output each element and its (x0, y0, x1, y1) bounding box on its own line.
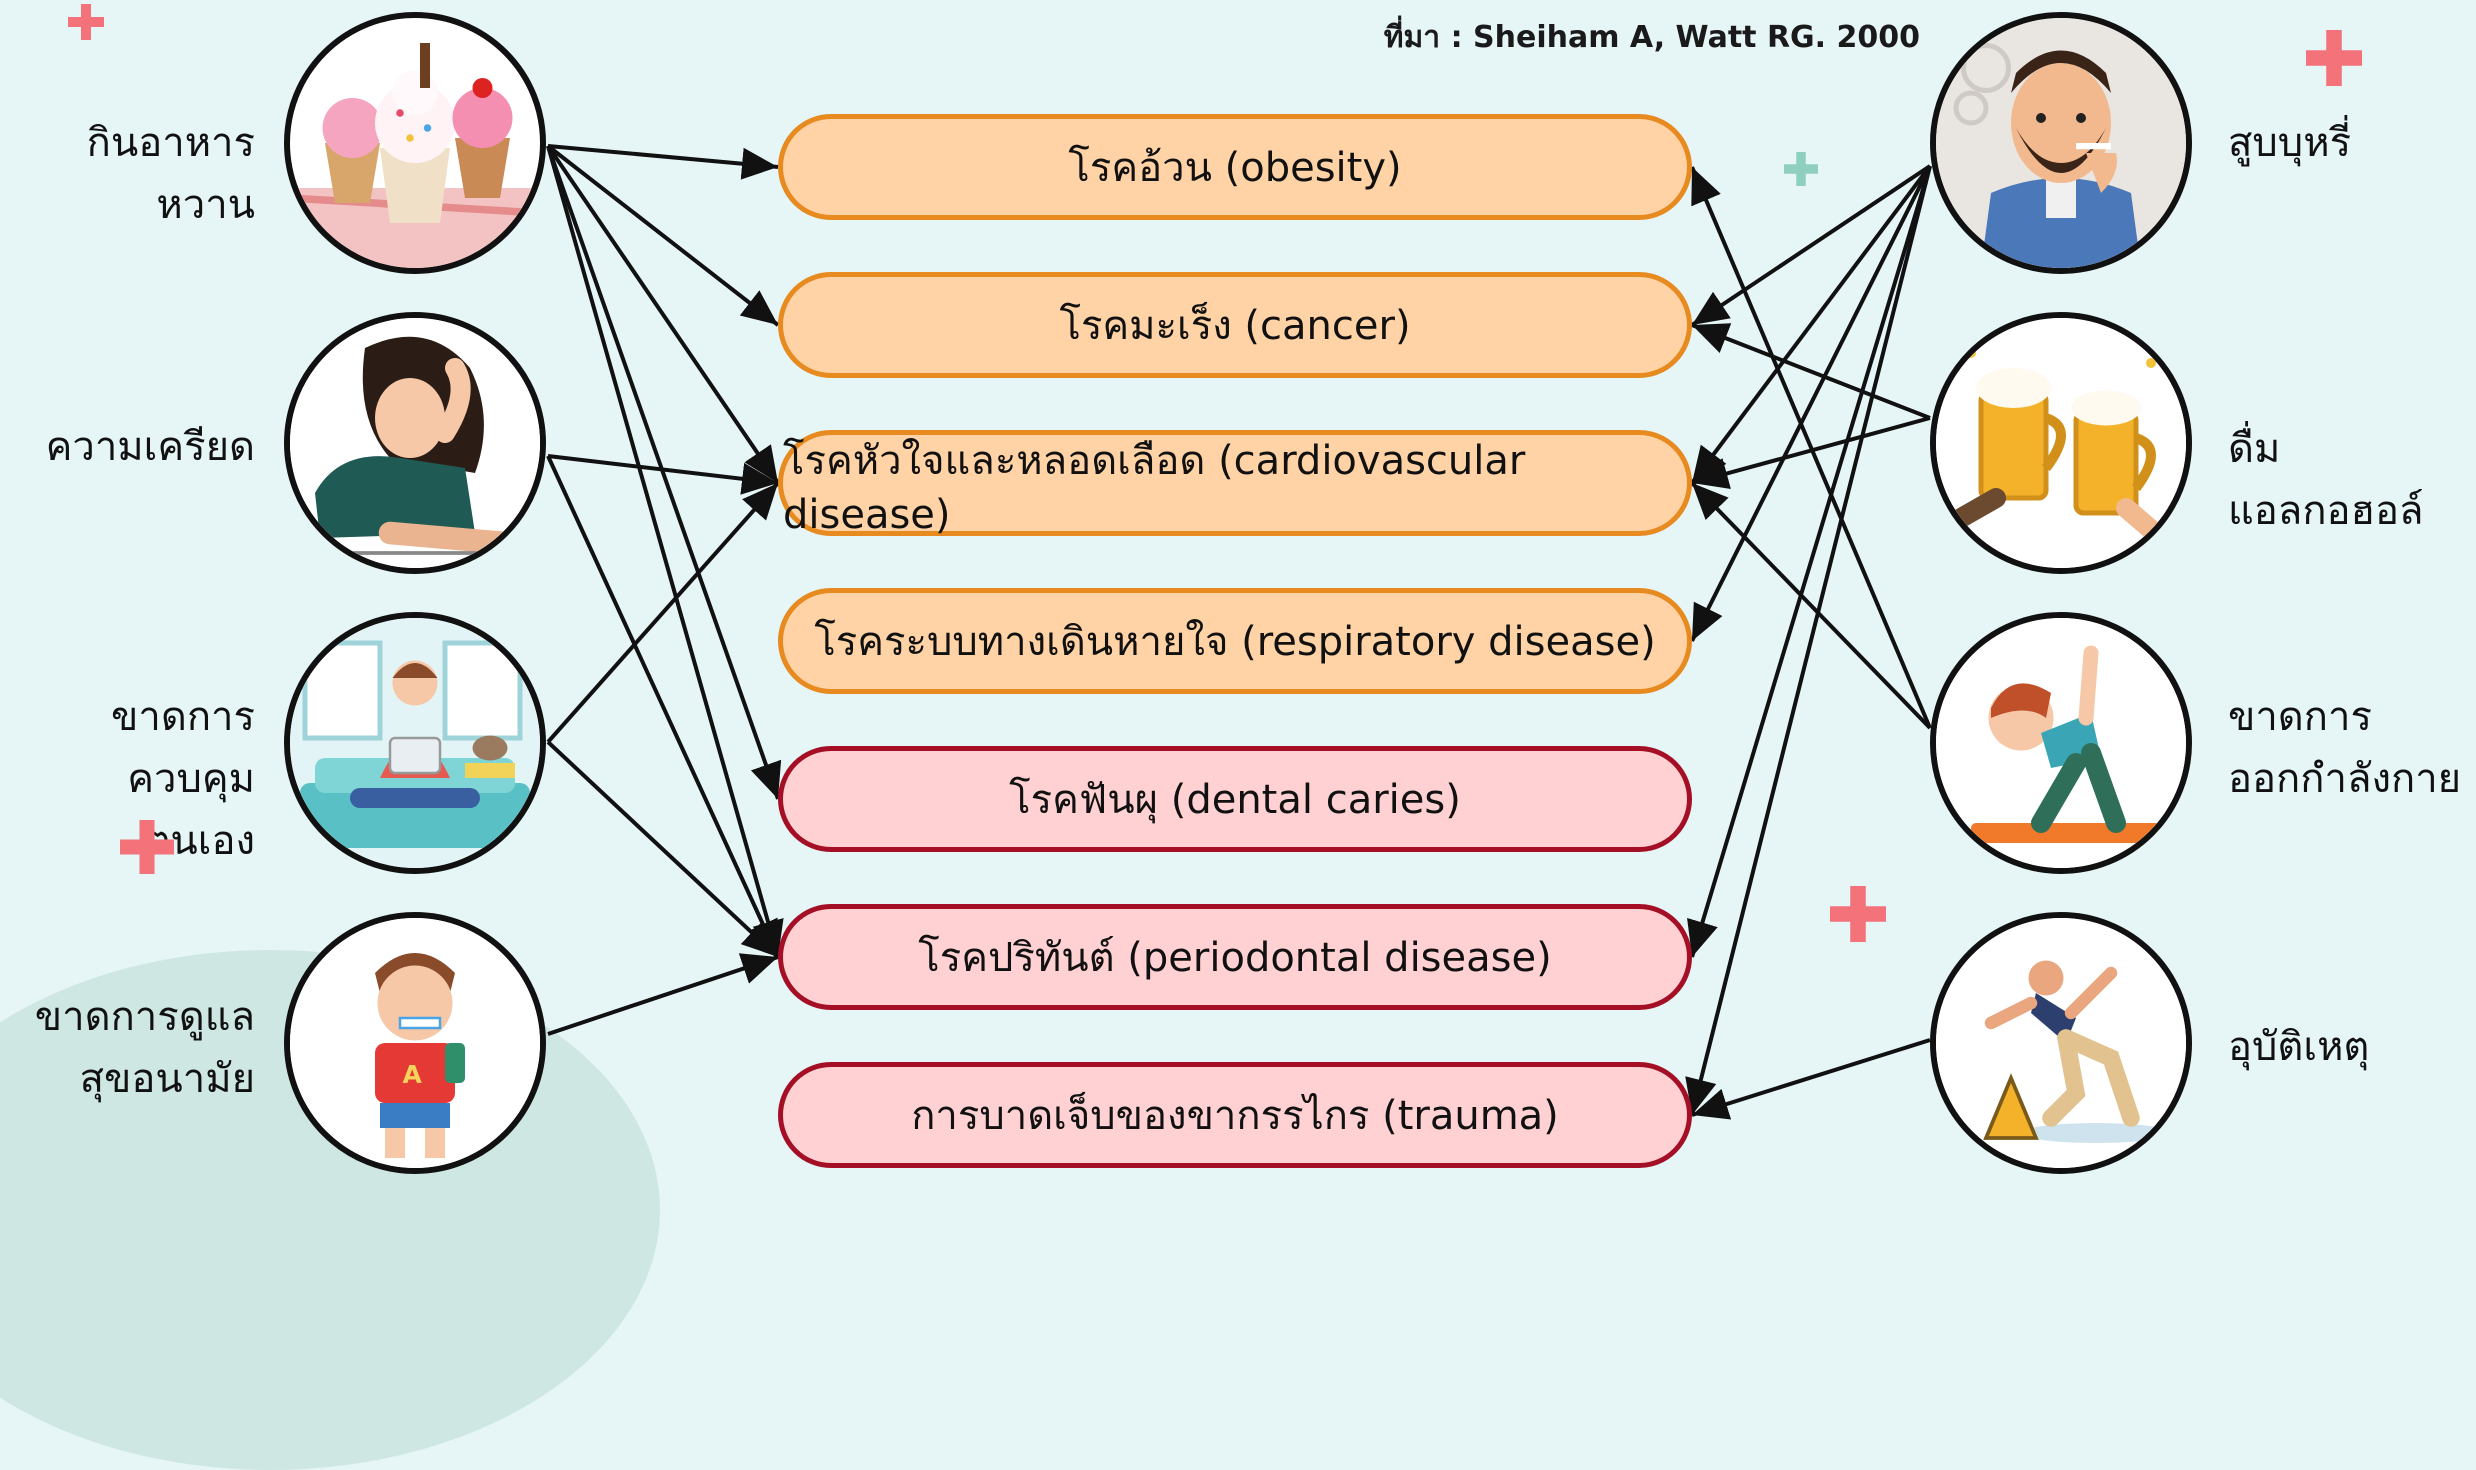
left-factor-label-0: กินอาหารหวาน (86, 120, 255, 228)
arrow-right-2-to-2 (1690, 481, 1932, 730)
arrow-left-1-to-5 (546, 455, 780, 958)
cupcakes-icon (284, 12, 546, 274)
girl-laptop-icon (284, 612, 546, 874)
diagram-scene: ที่มา : Sheiham A, Watt RG. 2000 กินอาหา… (0, 4, 2462, 1470)
disease-trauma: การบาดเจ็บของขากรรไกร (trauma) (778, 1062, 1692, 1168)
disease-periodontal: โรคปริทันต์ (periodontal disease) (778, 904, 1692, 1010)
arrow-right-0-to-3 (1690, 165, 1932, 642)
man-slipping-icon (1930, 912, 2192, 1174)
disease-respiratory: โรคระบบทางเดินหายใจ (respiratory disease… (778, 588, 1692, 694)
arrow-left-0-to-2 (546, 144, 780, 485)
arrow-left-0-to-1 (546, 144, 780, 327)
arrow-left-1-to-2 (547, 454, 779, 495)
arrow-left-3-to-5 (547, 953, 779, 1036)
arrow-right-0-to-5 (1687, 165, 1932, 958)
arrow-left-2-to-2 (546, 481, 780, 744)
right-factor-label-1: ดื่มแอลกอฮอล์ (2228, 426, 2424, 534)
disease-dental-caries: โรคฟันผุ (dental caries) (778, 746, 1692, 852)
arrow-right-1-to-1 (1691, 323, 1931, 420)
plus-decoration-icon (1830, 886, 1886, 942)
plus-decoration-icon (120, 820, 174, 874)
left-factor-label-3: ขาดการดูแล สุขอนามัย (34, 994, 255, 1102)
arrow-left-0-to-5 (546, 145, 784, 958)
disease-obesity: โรคอ้วน (obesity) (778, 114, 1692, 220)
arrow-right-3-to-6 (1691, 1038, 1931, 1120)
plus-decoration-icon (68, 4, 104, 40)
boy-brushing-teeth-icon: A (284, 912, 546, 1174)
arrow-right-0-to-1 (1690, 164, 1932, 327)
arrows-layer (546, 144, 1932, 1120)
stressed-woman-icon (284, 312, 546, 574)
right-factor-label-2: ขาดการ ออกกำลังกาย (2228, 694, 2462, 802)
man-smoking-icon (1930, 12, 2192, 274)
arrow-left-0-to-0 (547, 144, 779, 180)
right-factor-label-0: สูบบุหรี่ (2228, 120, 2352, 166)
source-citation: ที่มา : Sheiham A, Watt RG. 2000 (1383, 20, 1920, 55)
disease-cardiovascular: โรคหัวใจและหลอดเลือด (cardiovascular dis… (778, 430, 1692, 538)
plus-decoration-icon (2306, 30, 2362, 86)
beer-mugs-icon (1930, 312, 2192, 574)
plus-decoration-icon (1784, 152, 1818, 186)
arrow-left-0-to-4 (546, 145, 782, 800)
girl-exercising-icon (1930, 612, 2192, 874)
arrow-right-0-to-6 (1685, 165, 1932, 1116)
arrow-right-2-to-0 (1690, 166, 1932, 729)
disease-cancer: โรคมะเร็ง (cancer) (778, 272, 1692, 378)
left-factor-label-1: ความเครียด (45, 424, 255, 470)
arrow-right-0-to-2 (1690, 164, 1932, 485)
arrow-left-2-to-5 (546, 740, 780, 959)
right-factor-label-3: อุบัติเหตุ (2228, 1024, 2370, 1070)
svg-text:A: A (403, 1060, 423, 1089)
